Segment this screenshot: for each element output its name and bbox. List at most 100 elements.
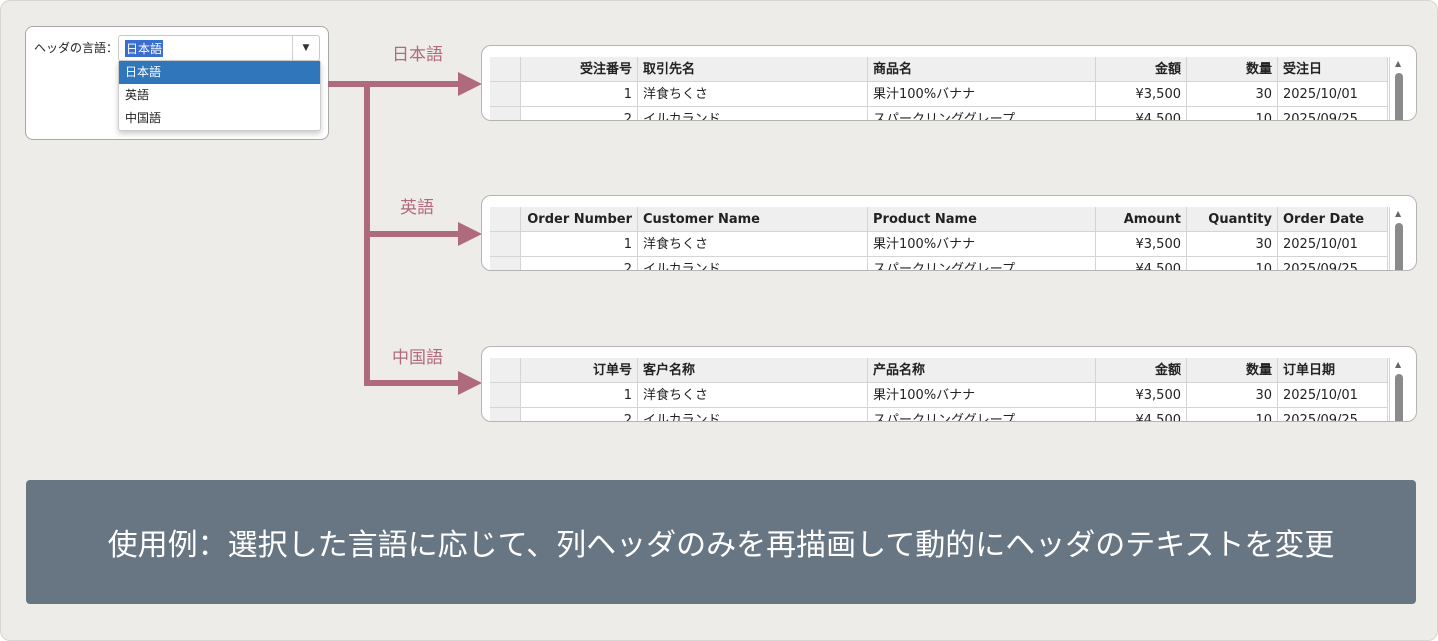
- table-cell[interactable]: 1: [521, 82, 638, 107]
- row-header[interactable]: [490, 408, 521, 421]
- table-cell[interactable]: ¥3,500: [1096, 82, 1187, 107]
- row-header[interactable]: [490, 257, 521, 270]
- table-cell[interactable]: イルカランド: [638, 408, 868, 421]
- column-header[interactable]: 数量: [1187, 57, 1278, 82]
- row-header[interactable]: [490, 383, 521, 408]
- table-cell[interactable]: 1: [521, 383, 638, 408]
- scrollbar-thumb[interactable]: [1395, 73, 1403, 120]
- label-japanese: 日本語: [392, 45, 443, 65]
- row-header[interactable]: [490, 107, 521, 120]
- arrow-trunk: [328, 81, 462, 87]
- column-header[interactable]: 客户名称: [638, 358, 868, 383]
- row-header[interactable]: [490, 82, 521, 107]
- table-cell[interactable]: 洋食ちくさ: [638, 383, 868, 408]
- language-select-value: 日本語: [125, 40, 164, 57]
- arrow-branch-chinese: [364, 380, 462, 386]
- caption-text: 使用例：選択した言語に応じて、列ヘッダのみを再描画して動的にヘッダのテキストを変…: [107, 528, 1335, 563]
- language-select[interactable]: 日本語 ▼: [118, 35, 320, 61]
- table-cell[interactable]: 2025/09/25: [1278, 257, 1388, 270]
- table-cell[interactable]: 2025/10/01: [1278, 82, 1388, 107]
- scroll-up-icon[interactable]: ▲: [1395, 59, 1402, 68]
- table-cell[interactable]: ¥3,500: [1096, 383, 1187, 408]
- column-header[interactable]: 商品名: [868, 57, 1096, 82]
- vertical-scrollbar[interactable]: ▲: [1389, 358, 1409, 421]
- table-cell[interactable]: 2025/09/25: [1278, 408, 1388, 421]
- corner-cell: [490, 207, 521, 232]
- column-header[interactable]: Quantity: [1187, 207, 1278, 232]
- column-header[interactable]: 金额: [1096, 358, 1187, 383]
- arrowhead-icon: [458, 222, 482, 246]
- label-english: 英語: [400, 198, 434, 218]
- option-chinese[interactable]: 中国語: [125, 111, 162, 125]
- table-cell[interactable]: ¥4,500: [1096, 257, 1187, 270]
- table-cell[interactable]: ¥4,500: [1096, 408, 1187, 421]
- table-cell[interactable]: イルカランド: [638, 257, 868, 270]
- table-cell[interactable]: 10: [1187, 107, 1278, 120]
- table-cell[interactable]: 30: [1187, 82, 1278, 107]
- vertical-scrollbar[interactable]: ▲: [1389, 207, 1409, 270]
- table-cell[interactable]: ¥4,500: [1096, 107, 1187, 120]
- table-cell[interactable]: 10: [1187, 257, 1278, 270]
- column-header[interactable]: 金額: [1096, 57, 1187, 82]
- column-header[interactable]: 订单号: [521, 358, 638, 383]
- column-header[interactable]: 受注日: [1278, 57, 1388, 82]
- table-cell[interactable]: 30: [1187, 383, 1278, 408]
- table-cell[interactable]: スパークリンググレープ: [868, 408, 1096, 421]
- table-cell[interactable]: 30: [1187, 232, 1278, 257]
- column-header[interactable]: 产品名称: [868, 358, 1096, 383]
- table-cell[interactable]: 10: [1187, 408, 1278, 421]
- table-cell[interactable]: スパークリンググレープ: [868, 107, 1096, 120]
- table-cell[interactable]: 2: [521, 257, 638, 270]
- chevron-down-icon[interactable]: ▼: [292, 36, 319, 60]
- table-cell[interactable]: ¥3,500: [1096, 232, 1187, 257]
- arrowhead-icon: [458, 371, 482, 395]
- table-cell[interactable]: スパークリンググレープ: [868, 257, 1096, 270]
- table-cell[interactable]: 1: [521, 232, 638, 257]
- table-cell[interactable]: 果汁100%バナナ: [868, 383, 1096, 408]
- table-cell[interactable]: 果汁100%バナナ: [868, 82, 1096, 107]
- arrow-branch-english: [364, 231, 462, 237]
- caption-banner: 使用例：選択した言語に応じて、列ヘッダのみを再描画して動的にヘッダのテキストを変…: [26, 480, 1416, 604]
- table-cell[interactable]: 洋食ちくさ: [638, 232, 868, 257]
- scroll-up-icon[interactable]: ▲: [1395, 209, 1402, 218]
- column-header[interactable]: Product Name: [868, 207, 1096, 232]
- table-cell[interactable]: 果汁100%バナナ: [868, 232, 1096, 257]
- column-header[interactable]: Amount: [1096, 207, 1187, 232]
- vertical-scrollbar[interactable]: ▲: [1389, 57, 1409, 120]
- table-cell[interactable]: 2025/10/01: [1278, 383, 1388, 408]
- table-cell[interactable]: 2: [521, 408, 638, 421]
- language-label: ヘッダの言語：: [34, 41, 119, 55]
- column-header[interactable]: 取引先名: [638, 57, 868, 82]
- scrollbar-thumb[interactable]: [1395, 223, 1403, 270]
- column-header[interactable]: Order Number: [521, 207, 638, 232]
- label-chinese: 中国語: [392, 348, 443, 368]
- column-header[interactable]: 订单日期: [1278, 358, 1388, 383]
- option-english[interactable]: 英語: [125, 88, 150, 102]
- scroll-up-icon[interactable]: ▲: [1395, 360, 1402, 369]
- table-cell[interactable]: 2025/09/25: [1278, 107, 1388, 120]
- column-header[interactable]: Customer Name: [638, 207, 868, 232]
- row-header[interactable]: [490, 232, 521, 257]
- header-row: 订单号客户名称产品名称金额数量订单日期: [490, 358, 1388, 383]
- table-cell[interactable]: イルカランド: [638, 107, 868, 120]
- table-cell[interactable]: 2025/10/01: [1278, 232, 1388, 257]
- scrollbar-thumb[interactable]: [1395, 374, 1403, 421]
- language-panel: ヘッダの言語： 日本語 ▼ 日本語 英語 中国語: [25, 26, 329, 140]
- header-row: 受注番号取引先名商品名金額数量受注日: [490, 57, 1388, 82]
- corner-cell: [490, 358, 521, 383]
- table-cell[interactable]: 2: [521, 107, 638, 120]
- column-header[interactable]: 受注番号: [521, 57, 638, 82]
- column-header[interactable]: Order Date: [1278, 207, 1388, 232]
- option-japanese[interactable]: 日本語: [119, 61, 320, 84]
- table-cell[interactable]: 洋食ちくさ: [638, 82, 868, 107]
- column-header[interactable]: 数量: [1187, 358, 1278, 383]
